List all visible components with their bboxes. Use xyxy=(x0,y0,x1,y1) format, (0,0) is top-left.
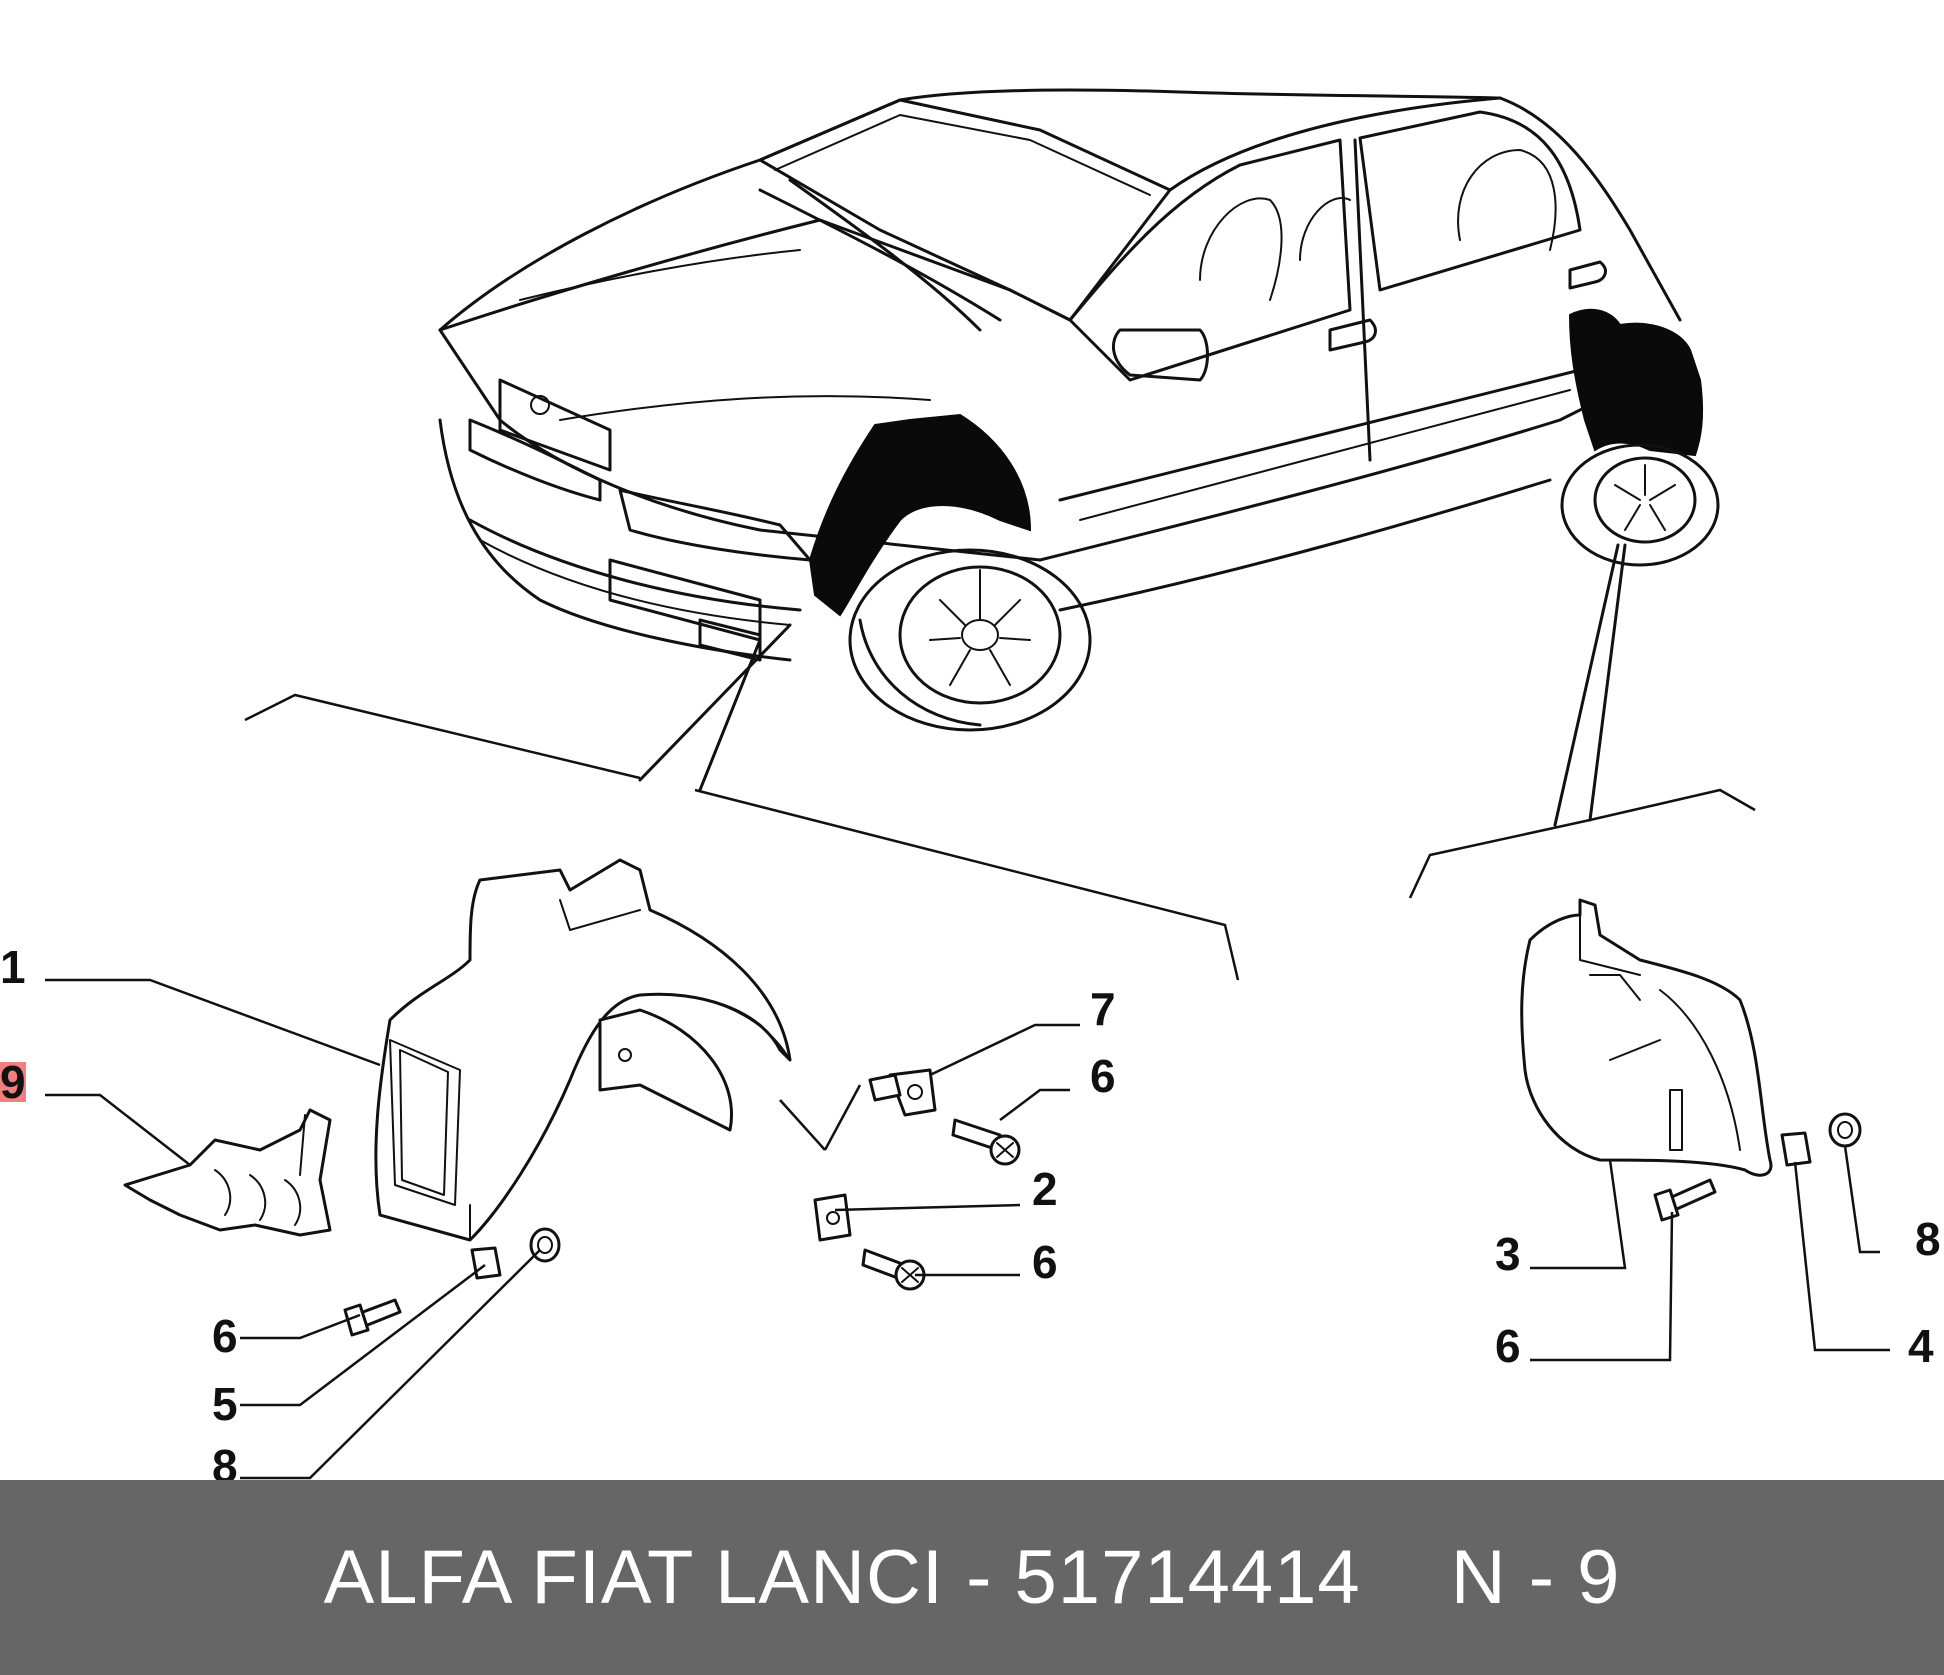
leader-lines xyxy=(45,978,1890,1480)
fasteners xyxy=(343,1068,1862,1337)
rear-wheel xyxy=(1560,443,1720,567)
callout-8-left[interactable]: 8 xyxy=(212,1440,238,1480)
callout-6-left[interactable]: 6 xyxy=(212,1310,238,1362)
callout-6-lower[interactable]: 6 xyxy=(1032,1236,1058,1288)
front-wheel-arch-liner-part xyxy=(374,858,792,1242)
footer-bar: ALFA FIAT LANCI - 51714414 N - 9 xyxy=(0,1480,1944,1675)
callout-9[interactable]: 9 xyxy=(0,1056,26,1108)
front-wheel xyxy=(848,548,1092,732)
callout-7[interactable]: 7 xyxy=(1090,983,1116,1035)
callout-2[interactable]: 2 xyxy=(1032,1163,1058,1215)
callout-4[interactable]: 4 xyxy=(1908,1320,1934,1372)
callout-1[interactable]: 1 xyxy=(0,941,26,993)
splash-shield-part xyxy=(123,1108,332,1237)
callout-8-right[interactable]: 8 xyxy=(1915,1213,1941,1265)
callout-9-highlight xyxy=(0,1062,26,1102)
front-wheel-arch-liner-solid xyxy=(808,413,1032,617)
callout-3[interactable]: 3 xyxy=(1495,1228,1521,1280)
callout-6-upper[interactable]: 6 xyxy=(1090,1050,1116,1102)
footer-part-number: ALFA FIAT LANCI - 51714414 xyxy=(323,1535,1361,1620)
callout-5[interactable]: 5 xyxy=(212,1378,238,1430)
callout-6-right[interactable]: 6 xyxy=(1495,1320,1521,1372)
rear-wheel-arch-liner-solid xyxy=(1568,308,1704,457)
rear-wheel-arch-liner-part xyxy=(1520,898,1773,1177)
car-illustration xyxy=(438,88,1720,827)
exploded-parts-diagram: 1 9 6 5 8 7 6 2 6 3 6 8 4 xyxy=(0,88,1941,1480)
footer-reference: N - 9 xyxy=(1450,1535,1621,1620)
group-brackets xyxy=(244,693,1756,981)
callout-labels: 1 9 6 5 8 7 6 2 6 3 6 8 4 xyxy=(0,941,1941,1480)
